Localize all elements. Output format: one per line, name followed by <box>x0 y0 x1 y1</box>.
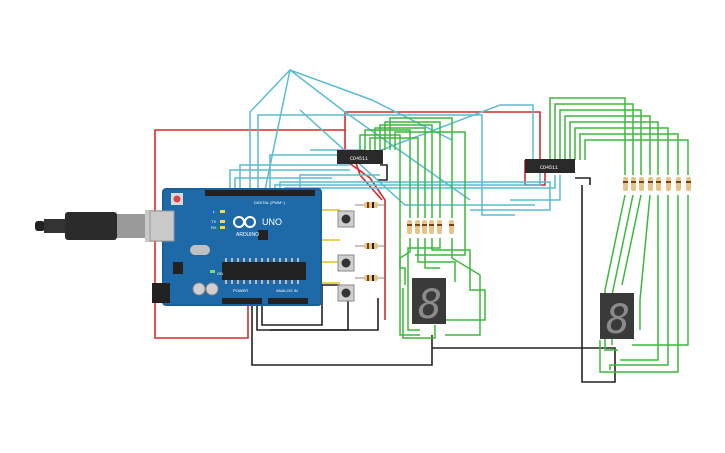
seven-segment-display-1[interactable]: 8 <box>412 278 446 328</box>
l-label: L <box>213 209 216 214</box>
segment-resistors-2[interactable] <box>623 177 691 191</box>
on-label: ON <box>217 271 223 276</box>
segment-resistors-1[interactable] <box>407 220 454 234</box>
atmega-chip <box>222 262 306 280</box>
crystal-oscillator <box>190 245 210 255</box>
digital-header[interactable] <box>205 190 315 196</box>
tx-led <box>220 220 225 223</box>
analog-label: ANALOG IN <box>276 288 298 293</box>
on-led <box>210 270 215 273</box>
arduino-logo-icon <box>233 216 256 228</box>
digital-label: DIGITAL (PWM~) <box>254 200 286 205</box>
analog-header[interactable] <box>268 298 308 304</box>
black-wires <box>251 164 616 383</box>
display2-digit: 8 <box>606 297 630 343</box>
green-wires-display-2 <box>549 97 689 373</box>
push-button-1[interactable] <box>337 210 355 228</box>
power-header[interactable] <box>222 298 262 304</box>
usb-interface-chip <box>258 230 268 240</box>
push-button-2[interactable] <box>337 254 355 272</box>
power-jack <box>152 283 170 303</box>
arduino-uno-board[interactable]: ARDUINO UNO DIGITAL (PWM~) POWER ANALOG … <box>149 188 322 306</box>
button-resistor-3[interactable] <box>355 275 385 281</box>
chip1-label: CD4511 <box>350 156 368 162</box>
rx-label: RX <box>211 225 217 230</box>
button-resistor-2[interactable] <box>355 243 385 249</box>
green-wires-display-1 <box>359 117 486 339</box>
button-resistor-1[interactable] <box>355 202 385 208</box>
power-label: POWER <box>233 288 248 293</box>
atmega-pins <box>225 258 299 284</box>
l-led <box>220 210 225 213</box>
rx-led <box>220 226 225 229</box>
cd4511-chip-1[interactable]: CD4511 <box>337 150 383 164</box>
display1-digit: 8 <box>418 282 442 328</box>
capacitor-2 <box>205 282 219 296</box>
arduino-logo-text: ARDUINO <box>236 232 259 238</box>
reset-button-cap[interactable] <box>173 195 181 203</box>
capacitor-1 <box>192 282 206 296</box>
voltage-regulator <box>173 262 183 274</box>
push-button-3[interactable] <box>337 284 355 302</box>
seven-segment-display-2[interactable]: 8 <box>600 293 634 343</box>
chip2-label: CD4511 <box>540 165 558 171</box>
tx-label: TX <box>211 219 216 224</box>
arduino-model-text: UNO <box>262 217 282 227</box>
cyan-wires <box>229 68 561 216</box>
cd4511-chip-2[interactable]: CD4511 <box>525 159 575 173</box>
usb-port <box>149 210 175 242</box>
